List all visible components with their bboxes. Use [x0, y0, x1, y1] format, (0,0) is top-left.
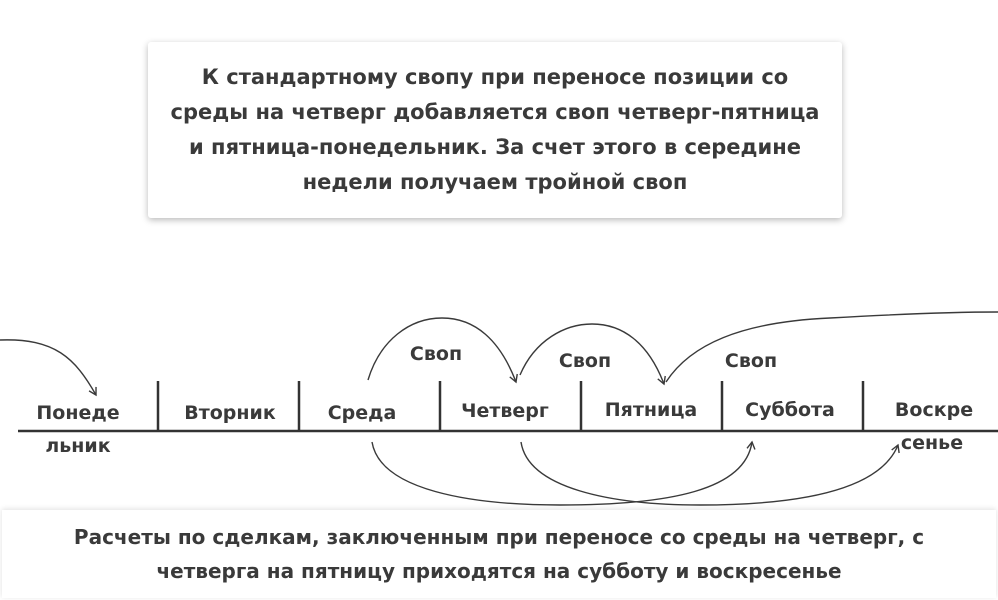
swap-label: Своп	[410, 343, 462, 365]
swap-label: Своп	[559, 350, 611, 372]
top-note-text: К стандартному свопу при переносе позици…	[170, 65, 820, 194]
day-label-sunday-continued: сенье	[901, 432, 963, 454]
day-label-tuesday: Вторник	[184, 402, 276, 424]
swap-label: Своп	[725, 350, 777, 372]
settlement-arrow-wednesday-to-saturday	[371, 440, 756, 506]
day-label-sunday: Воскре	[895, 399, 973, 421]
day-label-wednesday: Среда	[328, 402, 397, 424]
bottom-note-text: Расчеты по сделкам, заключенным при пере…	[73, 525, 925, 583]
top-note-card: К стандартному свопу при переносе позици…	[148, 42, 842, 218]
day-label-thursday: Четверг	[461, 400, 549, 422]
bottom-note-card: Расчеты по сделкам, заключенным при пере…	[2, 510, 996, 598]
day-label-monday-continued: льник	[45, 435, 110, 457]
swap-arrow-friday-to-weekend	[665, 311, 998, 383]
day-label-monday: Понеде	[36, 402, 119, 424]
swap-arrow-wednesday-to-thursday	[367, 317, 518, 384]
day-label-friday: Пятница	[605, 399, 697, 421]
day-label-saturday: Суббота	[745, 399, 835, 421]
swap-arrow-from-left-to-monday	[0, 339, 97, 397]
swap-arrow-thursday-to-friday	[519, 323, 666, 386]
settlement-arrow-thursday-to-sunday	[520, 441, 900, 506]
